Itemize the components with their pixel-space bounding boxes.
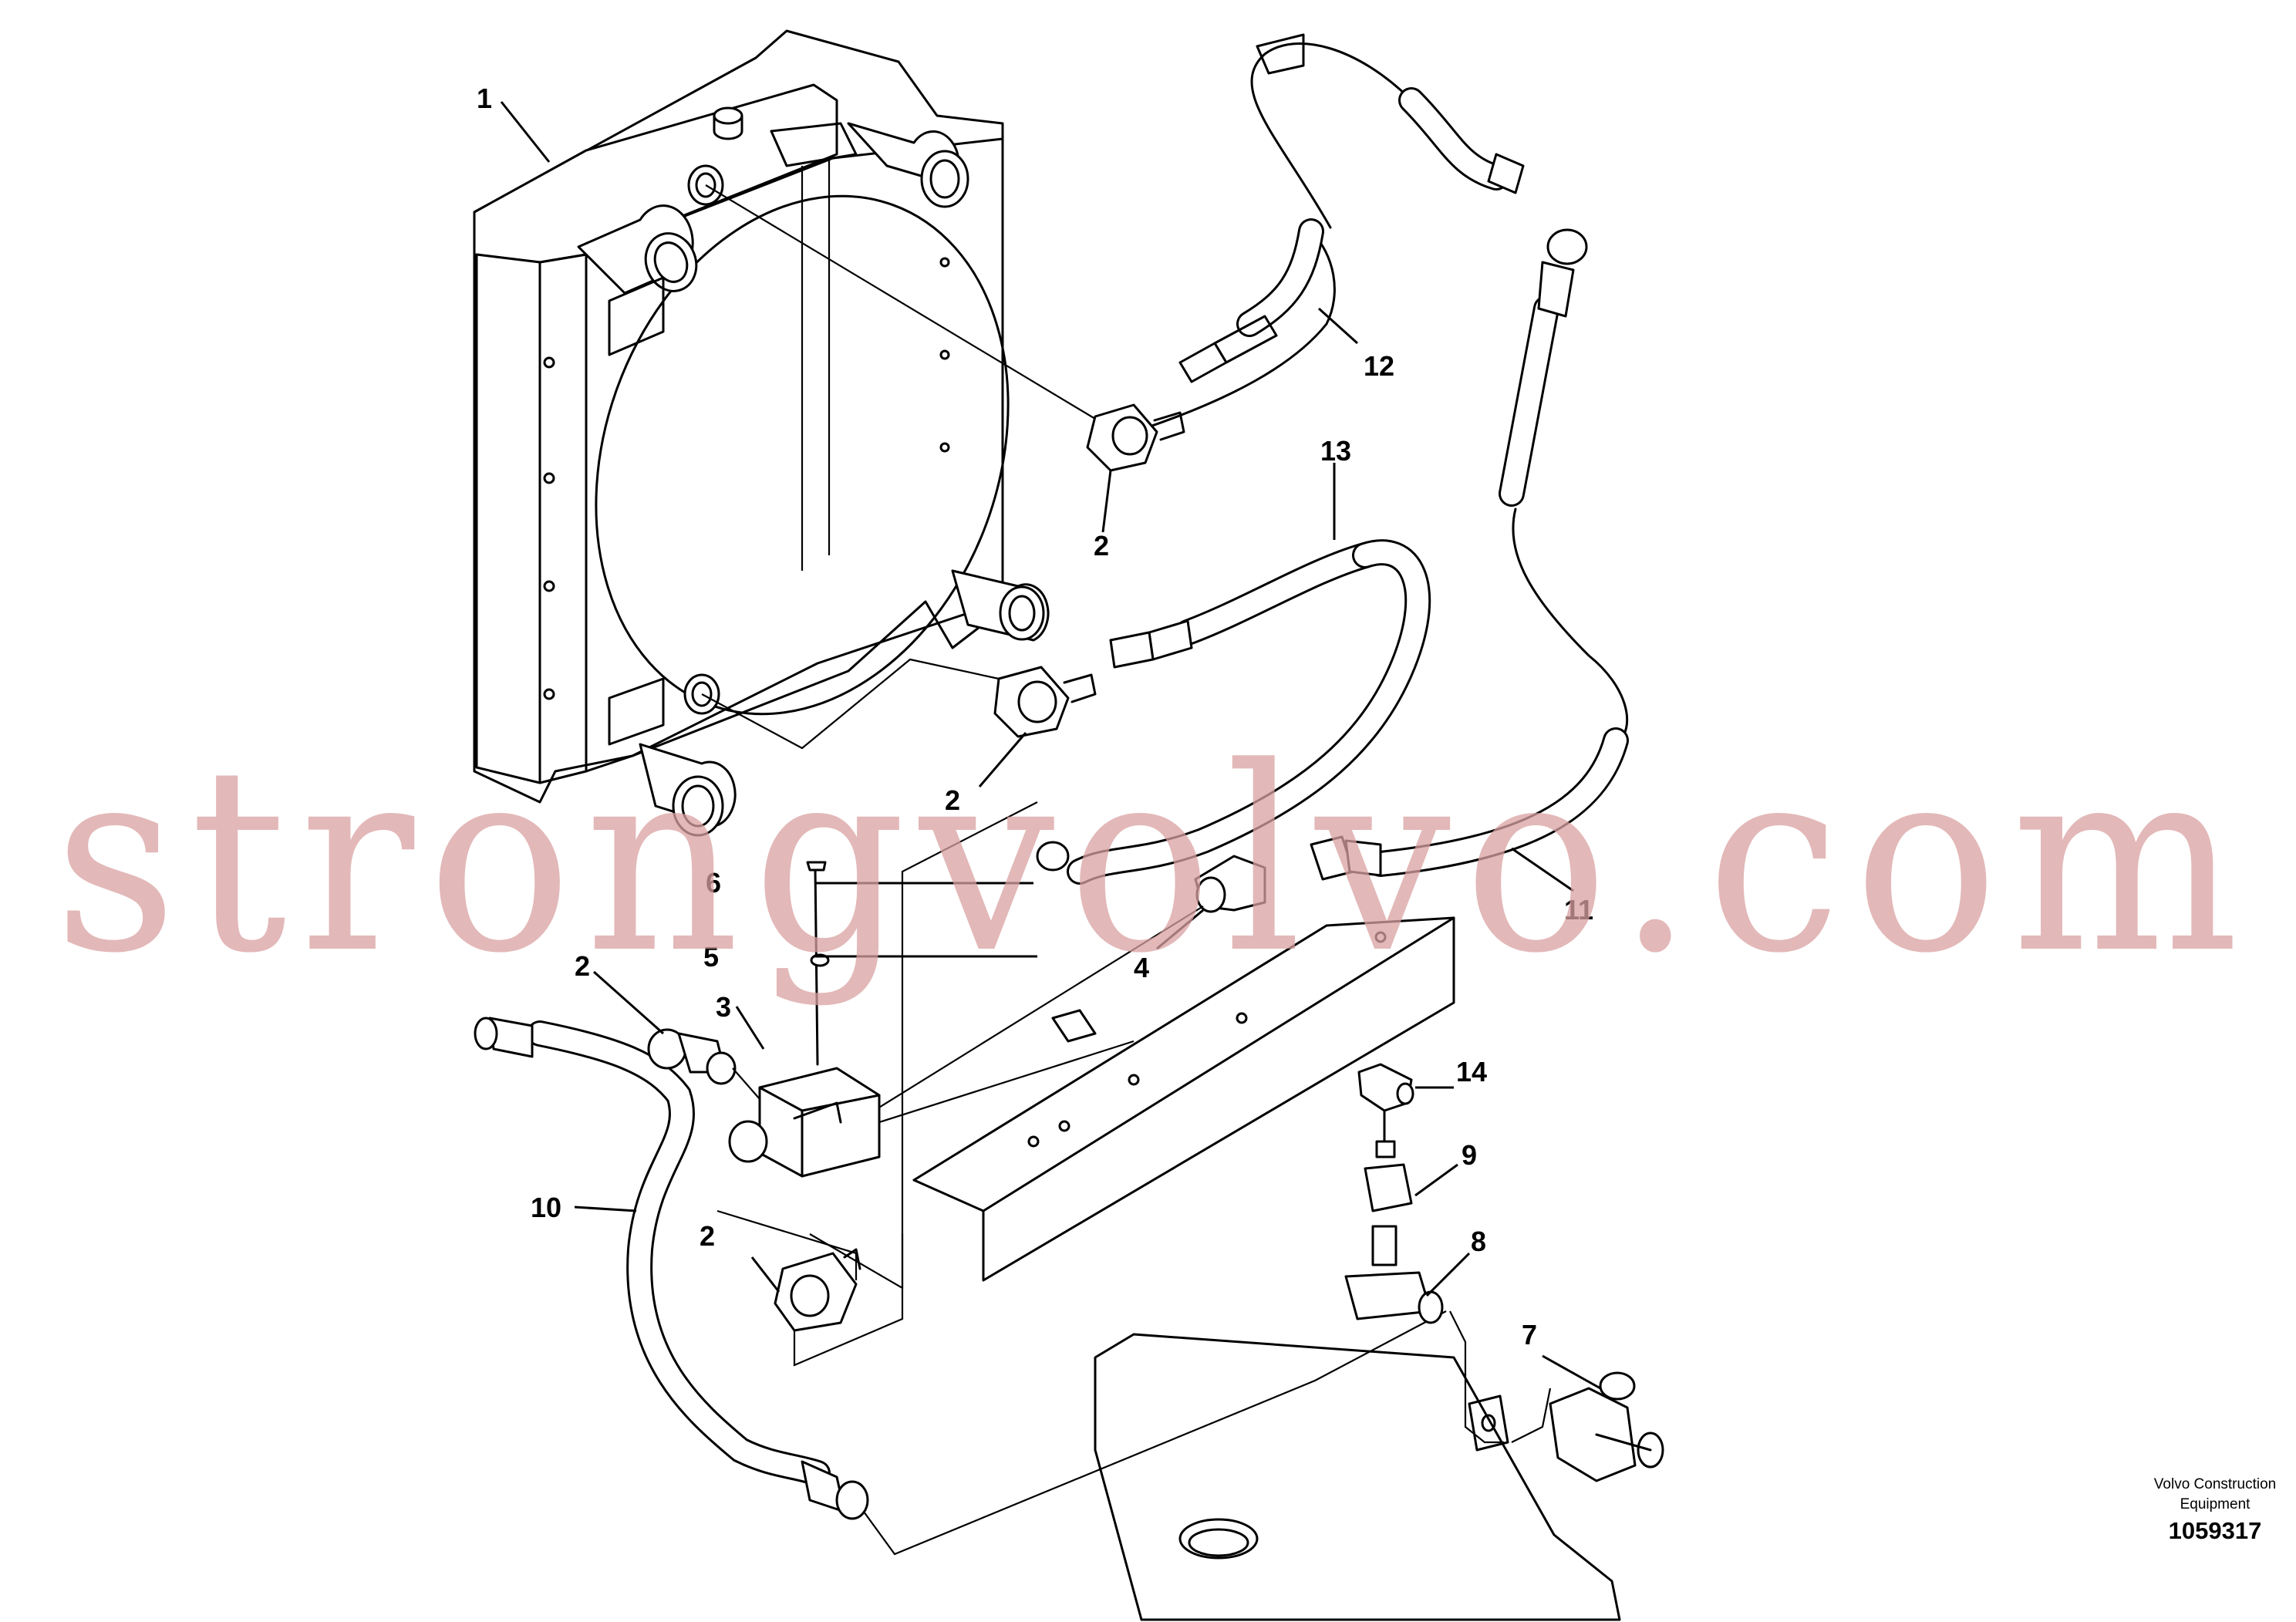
elbow-fitting-upper — [1086, 403, 1185, 472]
callout-13: 13 — [1320, 435, 1351, 467]
elbow-fitting-bottom — [716, 1209, 904, 1367]
callout-labels: 1 2 2 2 2 3 4 5 6 7 8 9 10 11 12 13 14 — [477, 83, 1593, 1351]
hose-11 — [1310, 228, 1629, 881]
radiator-assembly — [473, 29, 1050, 837]
callout-5: 5 — [703, 941, 719, 973]
tee-fitting-group — [1344, 1063, 1664, 1482]
callout-8: 8 — [1471, 1226, 1486, 1257]
elbow-fitting-lower-left — [647, 1028, 760, 1100]
watermark-text: strongvolvo.com — [54, 713, 2252, 1009]
callout-10: 10 — [531, 1192, 561, 1223]
callout-3: 3 — [716, 991, 731, 1023]
document-number: 1059317 — [2169, 1517, 2262, 1544]
mounting-bracket — [912, 916, 1621, 1621]
callout-4: 4 — [1134, 952, 1149, 983]
credit-line-1: Volvo Construction — [2154, 1476, 2276, 1492]
callout-2-bottom: 2 — [700, 1220, 715, 1252]
callout-2-upper: 2 — [1094, 530, 1109, 561]
callout-7: 7 — [1522, 1319, 1537, 1351]
callout-14: 14 — [1456, 1056, 1487, 1088]
hose-12 — [705, 33, 1525, 440]
elbow-fitting-middle — [993, 666, 1097, 738]
callout-2-middle: 2 — [945, 784, 960, 816]
leader-lines — [500, 101, 1601, 1390]
callout-1: 1 — [477, 83, 492, 114]
hose-13 — [701, 539, 1431, 885]
hose-10 — [474, 1017, 1447, 1556]
manifold-block — [728, 801, 1135, 1290]
callout-2-left: 2 — [575, 950, 590, 982]
callout-9: 9 — [1462, 1139, 1477, 1171]
callout-11: 11 — [1564, 894, 1593, 926]
callout-6: 6 — [706, 867, 721, 899]
elbow-fitting-4 — [836, 855, 1266, 1135]
callout-12: 12 — [1364, 350, 1394, 382]
credit-line-2: Equipment — [2180, 1496, 2251, 1512]
